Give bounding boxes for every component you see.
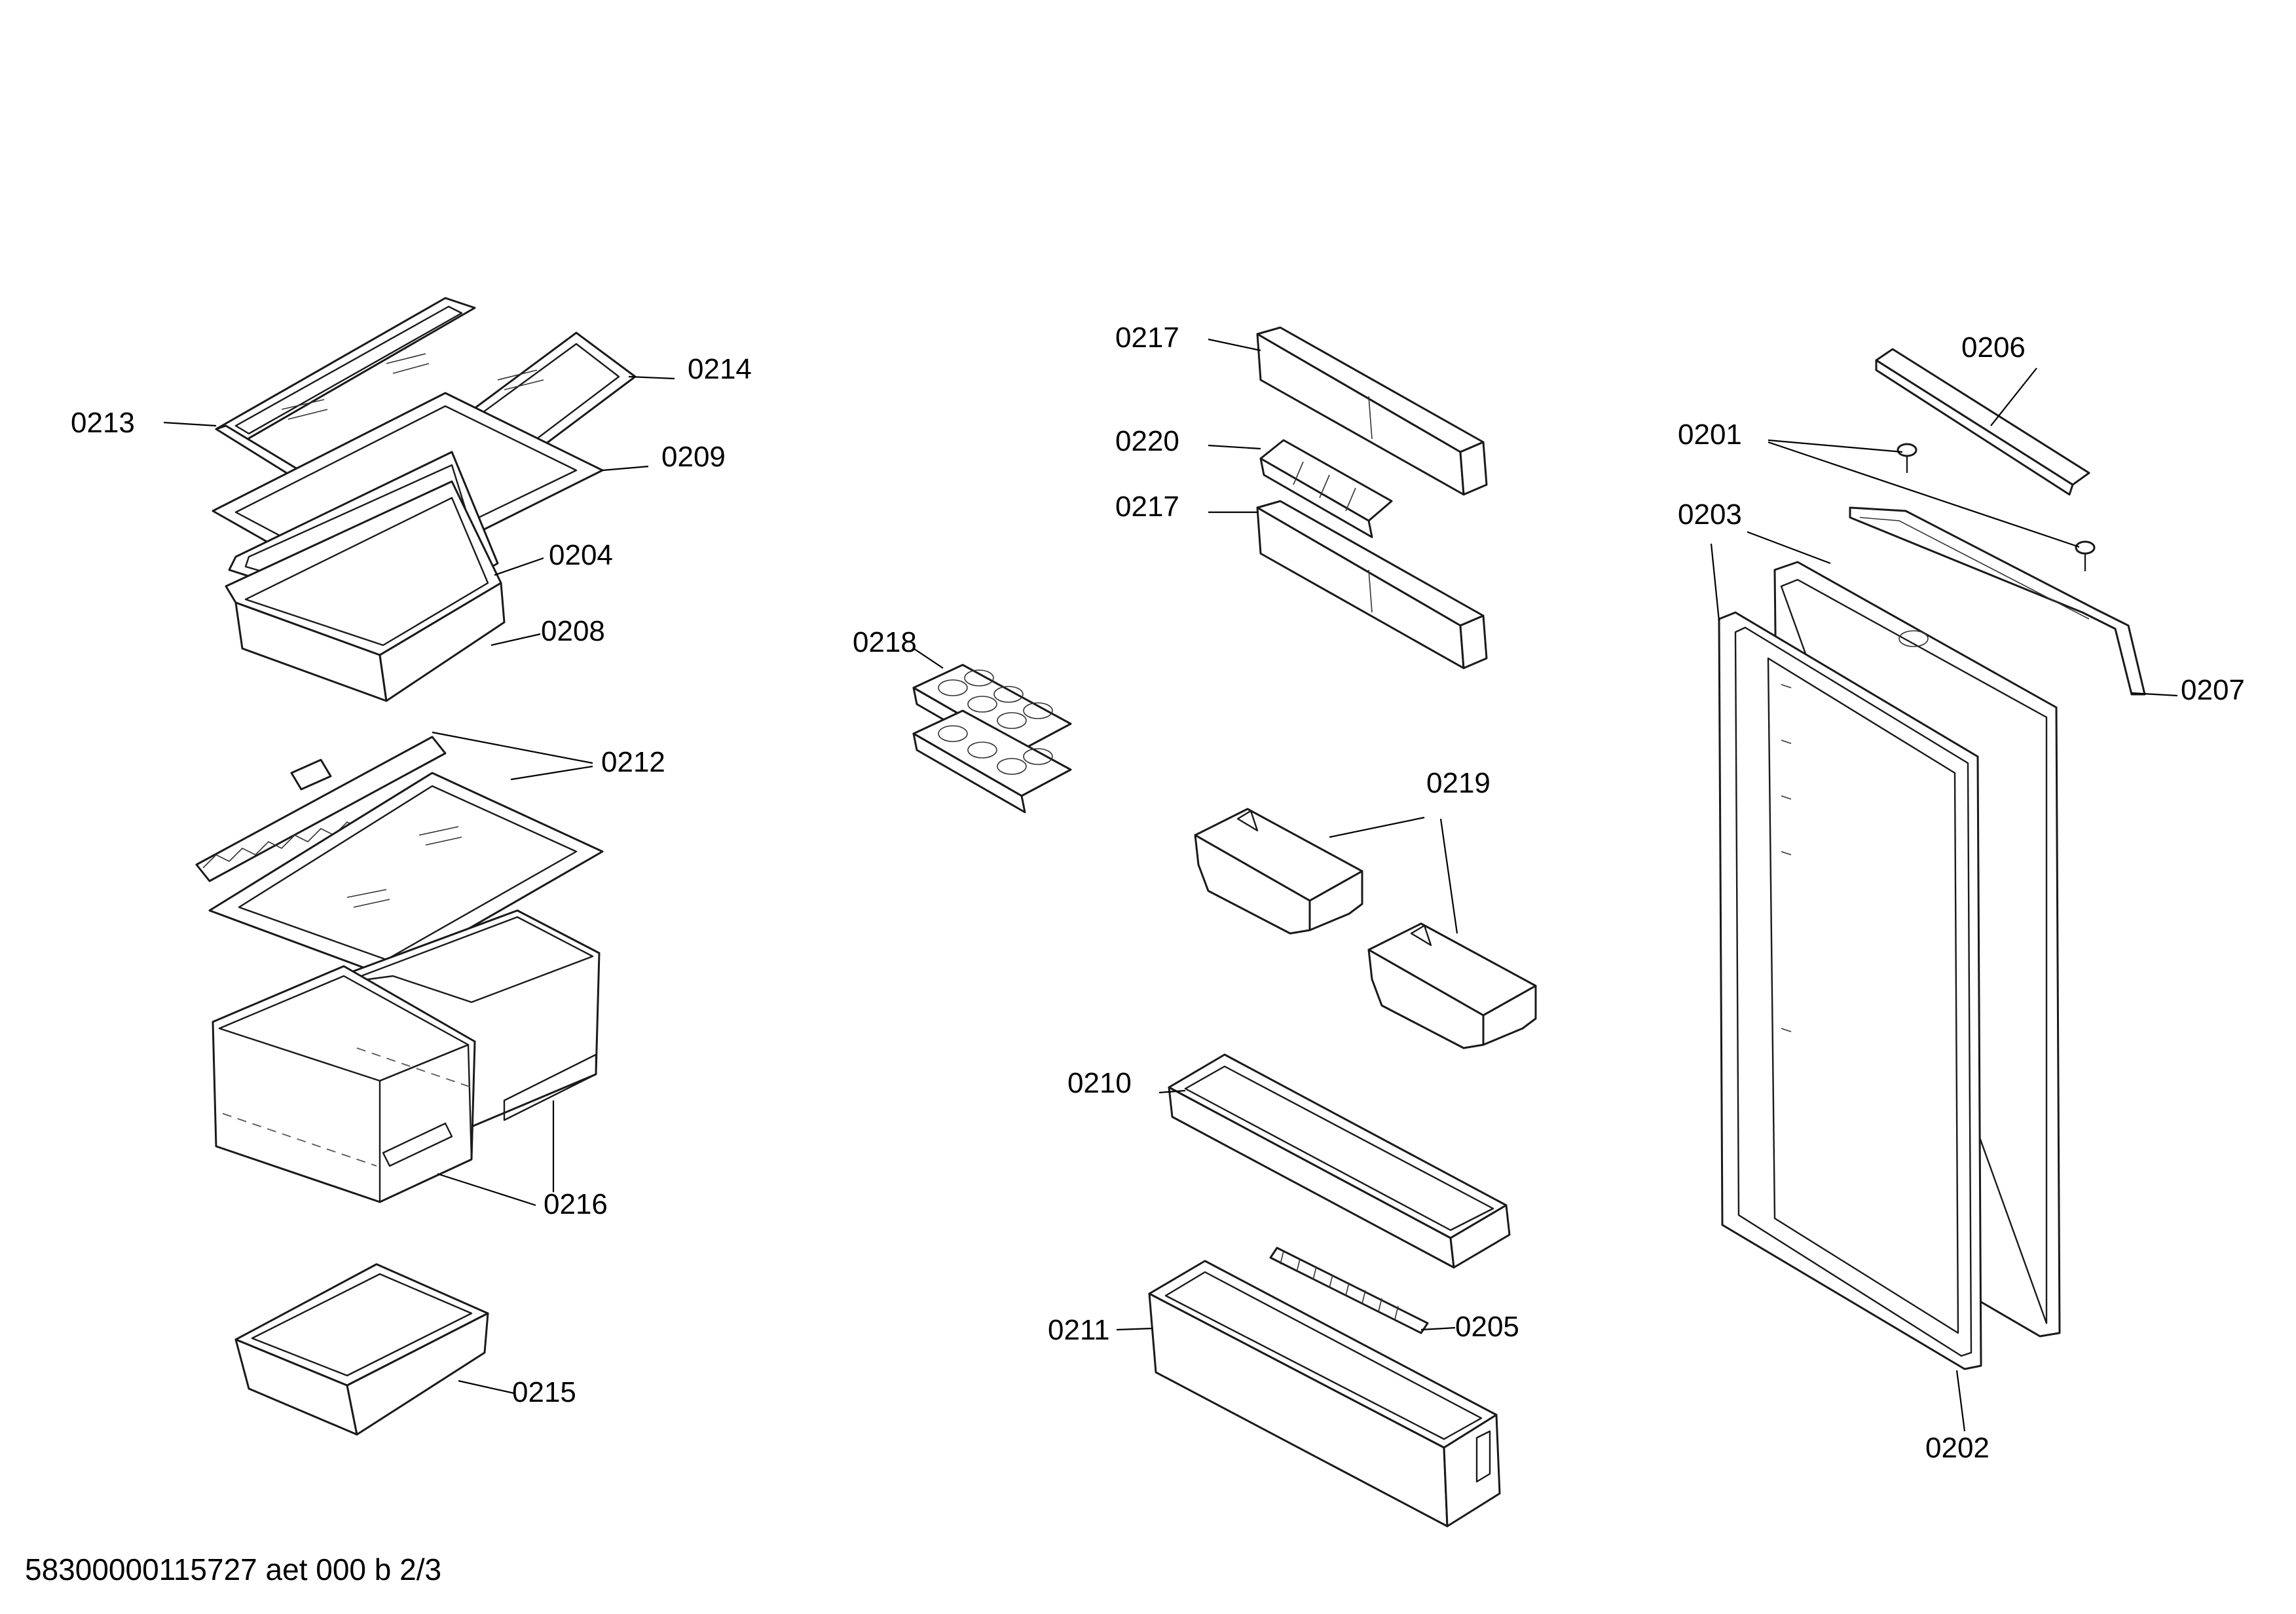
label-0209: 0209 [661,441,726,473]
label-0217-lower: 0217 [1115,491,1179,523]
label-0208: 0208 [541,615,605,647]
label-0214: 0214 [688,353,752,385]
part-0212-glass-shelf-rail [195,736,604,977]
label-0204: 0204 [549,539,613,571]
label-0220: 0220 [1115,425,1179,457]
part-0219-small-bins [1194,808,1537,1049]
leader-lines [163,338,2178,1432]
part-0208-tray [225,480,506,702]
part-0218-egg-trays [912,664,1072,814]
label-0219: 0219 [1426,767,1491,799]
label-0210: 0210 [1067,1067,1132,1099]
label-0212: 0212 [601,746,665,778]
label-0207: 0207 [2181,674,2245,706]
part-0217-upper-rack [1256,326,1488,496]
part-0216-crisper-drawers [212,909,601,1203]
label-0202: 0202 [1925,1432,1990,1464]
label-0218: 0218 [853,626,917,658]
part-0207-hinge-bracket [1849,506,2146,696]
part-0211-bottle-shelf [1148,1260,1501,1528]
part-0205-bottle-clip [1269,1247,1429,1334]
part-0210-door-shelf [1168,1053,1511,1269]
label-0206: 0206 [1961,331,2026,364]
label-0213: 0213 [71,407,135,439]
part-0220-rack-insert [1259,439,1393,538]
label-0215: 0215 [512,1376,576,1408]
label-0217-upper: 0217 [1115,322,1179,354]
label-0216: 0216 [544,1188,608,1220]
part-0217-lower-rack [1256,500,1488,669]
drawing-code: 58300000115727 aet 000 b 2/3 [25,1552,441,1586]
label-0211: 0211 [1048,1314,1110,1346]
part-0206-cover [1875,348,2090,496]
part-0201-screws [1897,443,2096,571]
label-0203: 0203 [1678,498,1742,531]
label-0201: 0201 [1678,419,1742,451]
part-0202-door-gasket [1718,611,1982,1370]
part-0215-small-drawer [234,1263,489,1436]
label-0205: 0205 [1455,1311,1519,1343]
